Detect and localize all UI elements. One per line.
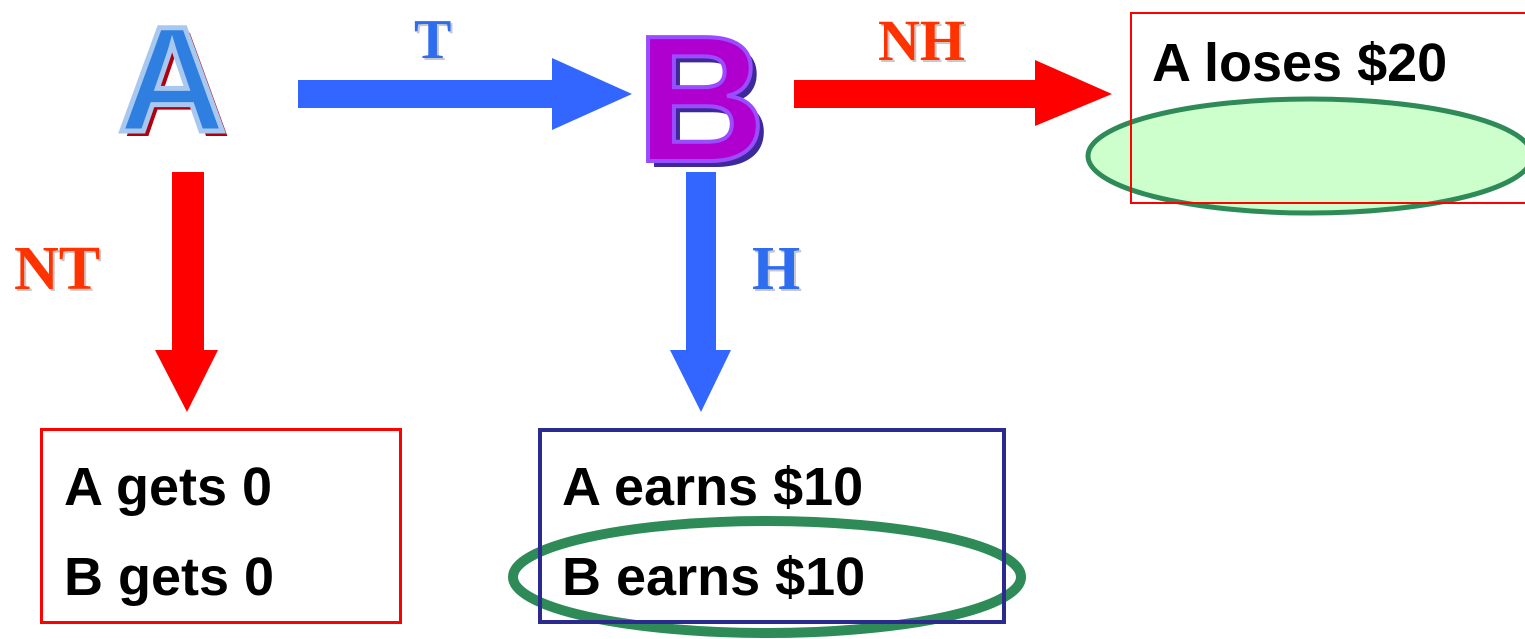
outcome-box-nh [1130,12,1525,204]
payoff-a-gets: A gets 0 [64,457,273,517]
arrow-nt [155,172,218,412]
outcome-box-h [538,428,1006,624]
arrow-nh [794,60,1112,126]
payoff-a-loses: A loses $20 [1152,33,1448,93]
highlight-ellipse-h [508,516,1026,638]
outcome-box-nt [40,428,402,624]
edge-label-t: T [414,9,452,71]
arrow-t [298,58,632,130]
node-a: A [115,0,228,163]
edge-label-nt: NT [14,235,101,303]
edge-label-nh: NH [878,8,965,73]
payoff-b-earns: B earns $10 [562,547,866,607]
payoff-b-gets: B gets 0 [64,547,275,607]
highlight-ellipse-nh [1085,96,1525,216]
edge-label-h: H [752,235,801,303]
payoff-a-earns: A earns $10 [562,457,864,517]
node-b: B [634,0,768,200]
arrow-h [670,172,731,412]
